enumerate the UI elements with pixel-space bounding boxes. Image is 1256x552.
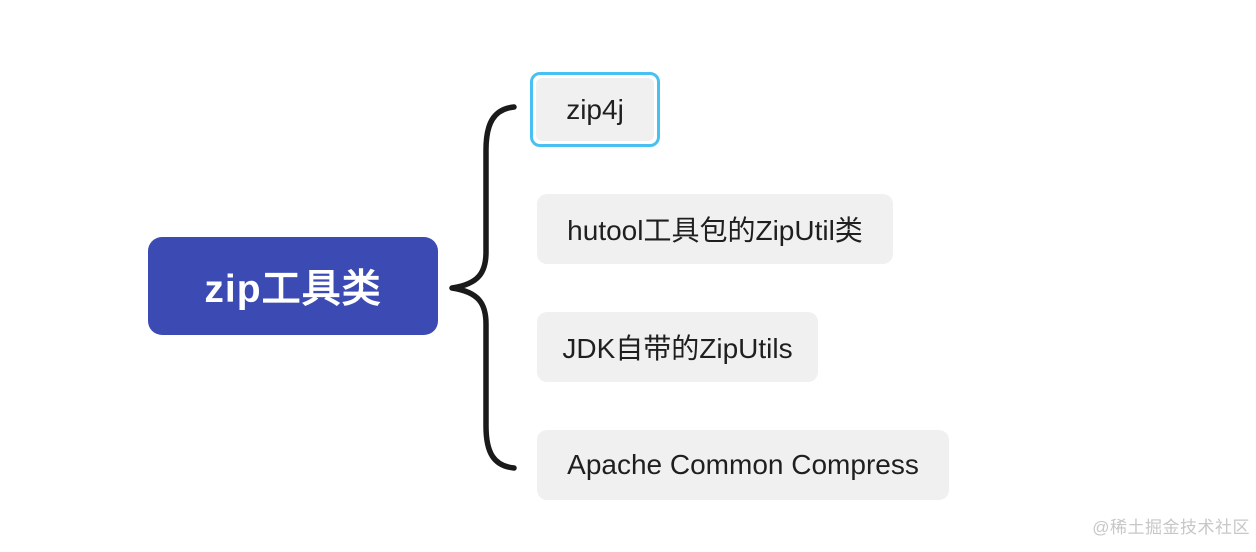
child-node-jdk[interactable]: JDK自带的ZipUtils (537, 312, 818, 382)
child-node-hutool[interactable]: hutool工具包的ZipUtil类 (537, 194, 893, 264)
child-node-label: zip4j (566, 93, 624, 125)
child-node-zip4j[interactable]: zip4j (530, 72, 660, 147)
root-node-label: zip工具类 (204, 268, 382, 311)
child-node-label: hutool工具包的ZipUtil类 (567, 215, 863, 246)
child-node-apache[interactable]: Apache Common Compress (537, 430, 949, 500)
child-node-label: Apache Common Compress (567, 449, 919, 480)
watermark-text: @稀土掘金技术社区 (1092, 518, 1250, 537)
child-node-zip4j-body: zip4j (536, 78, 654, 141)
root-node-zip-utils[interactable]: zip工具类 (148, 237, 438, 335)
child-node-label: JDK自带的ZipUtils (562, 333, 793, 364)
